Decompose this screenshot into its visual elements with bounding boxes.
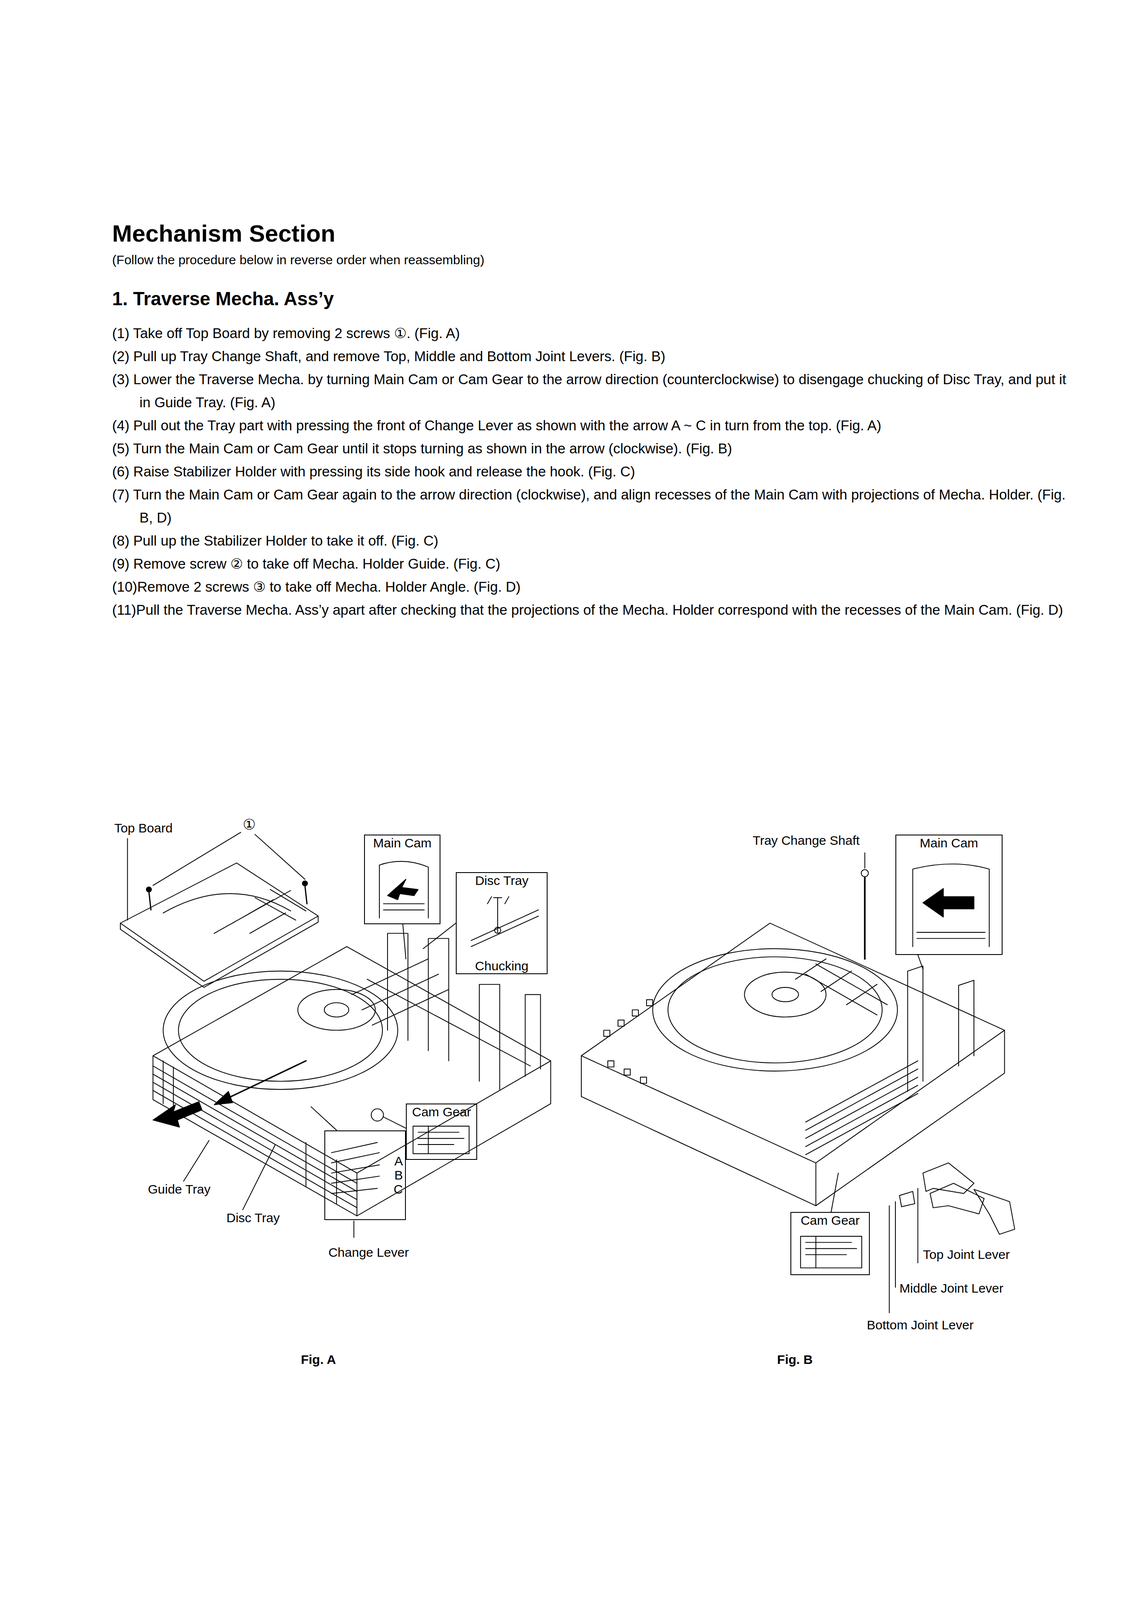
part-label: Disc Tray	[226, 1209, 280, 1226]
disc	[667, 956, 883, 1063]
procedure-step: (6) Raise Stabilizer Holder with pressin…	[112, 460, 1073, 484]
part-label: Change Lever	[328, 1244, 409, 1260]
shaft-knob	[861, 869, 869, 877]
box-label: Disc Tray	[475, 873, 529, 888]
procedure-step: (4) Pull out the Tray part with pressing…	[112, 413, 1073, 438]
joint-levers	[899, 1162, 1015, 1234]
inset-box: Main Cam	[364, 834, 441, 925]
screw-head	[302, 880, 308, 886]
box-label: Cam Gear	[411, 1104, 471, 1119]
figure-label: Fig. A	[300, 1351, 336, 1368]
inset-box: Cam Gear	[405, 1103, 478, 1160]
box-label: A	[394, 1153, 403, 1168]
spindle	[324, 1002, 349, 1017]
side-panel-holes	[603, 999, 653, 1084]
note: (Follow the procedure below in reverse o…	[112, 252, 485, 268]
callout-number: ①	[242, 815, 256, 833]
spindle	[297, 989, 376, 1031]
procedure-step: (2) Pull up Tray Change Shaft, and remov…	[112, 344, 1073, 368]
chucking-icon	[471, 896, 539, 947]
part-label: Bottom Joint Lever	[866, 1317, 974, 1333]
main-cam-icon	[912, 863, 990, 947]
figure-label: Fig. B	[777, 1351, 813, 1368]
procedure-step: (1) Take off Top Board by removing 2 scr…	[112, 321, 1073, 345]
tray-stack	[805, 1060, 919, 1155]
change-lever-icon	[331, 1142, 380, 1193]
arrow	[218, 1060, 306, 1103]
disc	[652, 948, 898, 1071]
inset-box: Main Cam	[895, 834, 1003, 955]
tray-change-shaft	[863, 877, 866, 959]
leader-line	[127, 832, 456, 1238]
procedure-step: (10)Remove 2 screws ③ to take off Mecha.…	[112, 575, 1073, 599]
chassis	[581, 922, 1005, 1206]
stabilizer	[795, 958, 888, 1015]
box-label: C	[393, 1181, 403, 1196]
procedure-step: (8) Pull up the Stabilizer Holder to tak…	[112, 529, 1073, 553]
cam-gear-icon	[413, 1125, 470, 1154]
arrow-head	[214, 1091, 233, 1105]
section-heading: 1. Traverse Mecha. Ass’y	[112, 287, 334, 311]
procedure-list: (1) Take off Top Board by removing 2 scr…	[112, 321, 1073, 622]
part-label: Middle Joint Lever	[899, 1280, 1004, 1296]
procedure-step: (9) Remove screw ② to take off Mecha. Ho…	[112, 552, 1073, 576]
box-label: Main Cam	[373, 835, 432, 850]
procedure-step: (11)Pull the Traverse Mecha. Ass’y apart…	[112, 598, 1073, 622]
tower	[351, 932, 541, 1090]
procedure-step: (7) Turn the Main Cam or Cam Gear again …	[112, 483, 1073, 530]
inset-box: ABC	[324, 1130, 406, 1220]
tower	[907, 965, 974, 1092]
cam-gear	[371, 1108, 384, 1121]
box-label: B	[394, 1167, 403, 1182]
box-label: Chucking	[475, 958, 529, 973]
part-label: Top Joint Lever	[923, 1246, 1010, 1263]
part-label: Guide Tray	[147, 1181, 211, 1197]
chassis	[152, 946, 551, 1216]
inset-box: Disc TrayChucking	[455, 871, 548, 974]
screw-head	[146, 886, 152, 892]
procedure-step: (5) Turn the Main Cam or Cam Gear until …	[112, 437, 1073, 461]
disc	[178, 979, 383, 1082]
top-board	[120, 862, 319, 988]
procedure-step: (3) Lower the Traverse Mecha. by turning…	[112, 367, 1073, 414]
screw	[148, 885, 307, 910]
disc	[163, 970, 398, 1090]
cam-gear-icon	[800, 1235, 862, 1268]
page-title: Mechanism Section	[112, 219, 336, 248]
part-label: Tray Change Shaft	[752, 832, 860, 849]
pull-arrow	[152, 1101, 202, 1128]
inset-box: Cam Gear	[790, 1211, 870, 1275]
box-label: Cam Gear	[800, 1212, 860, 1228]
part-label: Top Board	[114, 820, 173, 836]
spindle	[772, 987, 799, 1002]
leader-line	[830, 852, 923, 1313]
cam-arrow	[922, 888, 974, 917]
chucking-pin	[494, 926, 501, 933]
main-cam-icon	[379, 861, 429, 919]
box-label: Main Cam	[919, 835, 979, 850]
cam-arrow	[387, 879, 419, 900]
